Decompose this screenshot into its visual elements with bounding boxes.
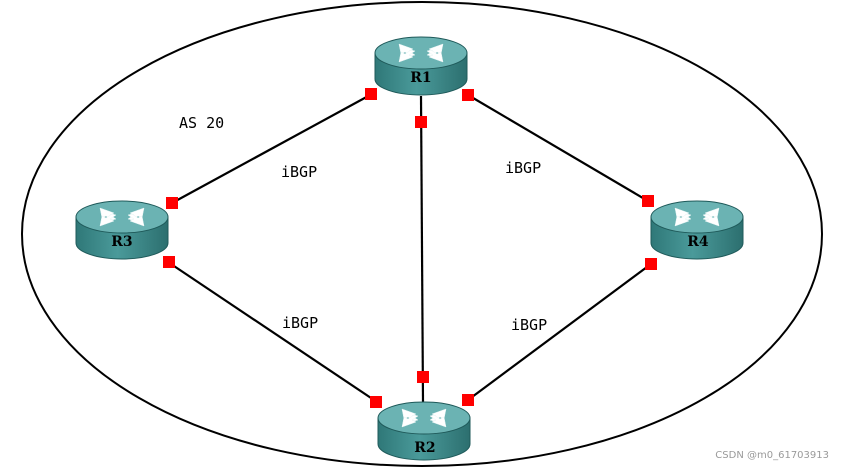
port-r2-r1[interactable] <box>417 371 429 383</box>
port-r1-r4[interactable] <box>462 89 474 101</box>
as-label: AS 20 <box>179 114 224 132</box>
as-boundary <box>21 1 823 467</box>
router-label-r3: R3 <box>111 234 132 250</box>
link-r4-r2 <box>467 263 652 401</box>
port-r4-r2[interactable] <box>645 258 657 270</box>
link-label-r1-r3: iBGP <box>281 163 317 181</box>
router-r4[interactable]: R4 <box>650 200 744 260</box>
router-icon <box>75 200 169 260</box>
port-r2-r3[interactable] <box>370 396 382 408</box>
watermark: CSDN @m0_61703913 <box>715 450 829 461</box>
port-r2-r4[interactable] <box>462 394 474 406</box>
link-r1-r4 <box>467 94 649 202</box>
link-label-r4-r2: iBGP <box>511 316 547 334</box>
router-label-r1: R1 <box>410 70 431 86</box>
link-r1-r3 <box>171 93 373 204</box>
router-r2[interactable]: R2 <box>377 401 471 461</box>
router-label-r4: R4 <box>687 234 709 250</box>
router-icon <box>650 200 744 260</box>
port-r3-r1[interactable] <box>166 197 178 209</box>
link-label-r1-r4: iBGP <box>505 159 541 177</box>
port-r3-r2[interactable] <box>163 256 175 268</box>
router-icon <box>374 36 468 96</box>
link-r1-r2 <box>419 95 425 403</box>
router-label-r2: R2 <box>414 440 435 456</box>
router-r1[interactable]: R1 <box>374 36 468 96</box>
port-r4-r1[interactable] <box>642 195 654 207</box>
router-r3[interactable]: R3 <box>75 200 169 260</box>
port-r1-r2[interactable] <box>415 116 427 128</box>
link-r3-r2 <box>167 261 378 403</box>
link-label-r3-r2: iBGP <box>282 314 318 332</box>
port-r1-r3[interactable] <box>365 88 377 100</box>
